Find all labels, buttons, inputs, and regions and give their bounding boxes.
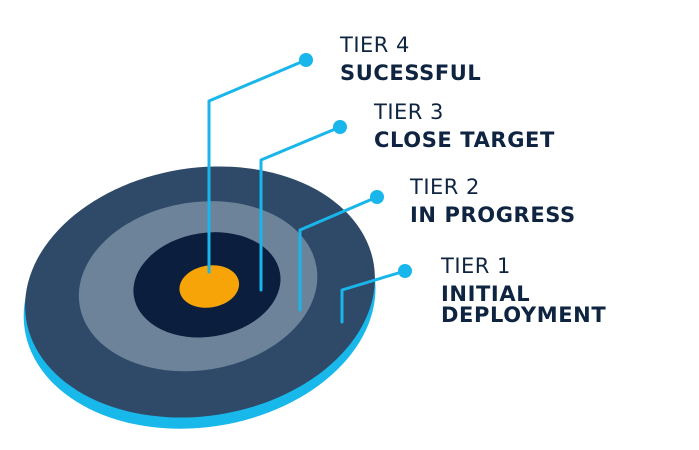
tier-4-name: SUCESSFUL: [340, 61, 482, 85]
tier-2-name: IN PROGRESS: [410, 203, 576, 227]
tier-2-caption: TIER 2 IN PROGRESS: [410, 177, 576, 226]
tier-1-name: INITIAL DEPLOYMENT: [441, 282, 607, 327]
leader-line-tier-1: [340, 269, 407, 324]
tier-3-label: TIER 3: [374, 100, 444, 124]
tier-4-label: TIER 4: [340, 33, 410, 57]
tier-1-label: TIER 1: [441, 254, 511, 278]
tier-2-label: TIER 2: [410, 175, 480, 199]
leader-line-tier-3: [259, 125, 342, 292]
leader-dot-tier-2: [370, 190, 384, 204]
target-rings: [23, 166, 376, 429]
leader-dot-tier-1: [398, 264, 412, 278]
leader-dot-tier-3: [333, 120, 347, 134]
tier-1-caption: TIER 1 INITIAL DEPLOYMENT: [441, 256, 699, 326]
bullseye-tier-4: [179, 265, 240, 308]
tier-4-caption: TIER 4 SUCESSFUL: [340, 35, 481, 84]
leader-dots: [299, 53, 412, 278]
leader-line-tier-4: [207, 58, 308, 274]
leader-dot-tier-4: [299, 53, 313, 67]
leader-lines: [207, 58, 407, 324]
tier-3-name: CLOSE TARGET: [374, 128, 555, 152]
leader-line-tier-2: [298, 195, 379, 312]
tier-3-caption: TIER 3 CLOSE TARGET: [374, 102, 555, 151]
